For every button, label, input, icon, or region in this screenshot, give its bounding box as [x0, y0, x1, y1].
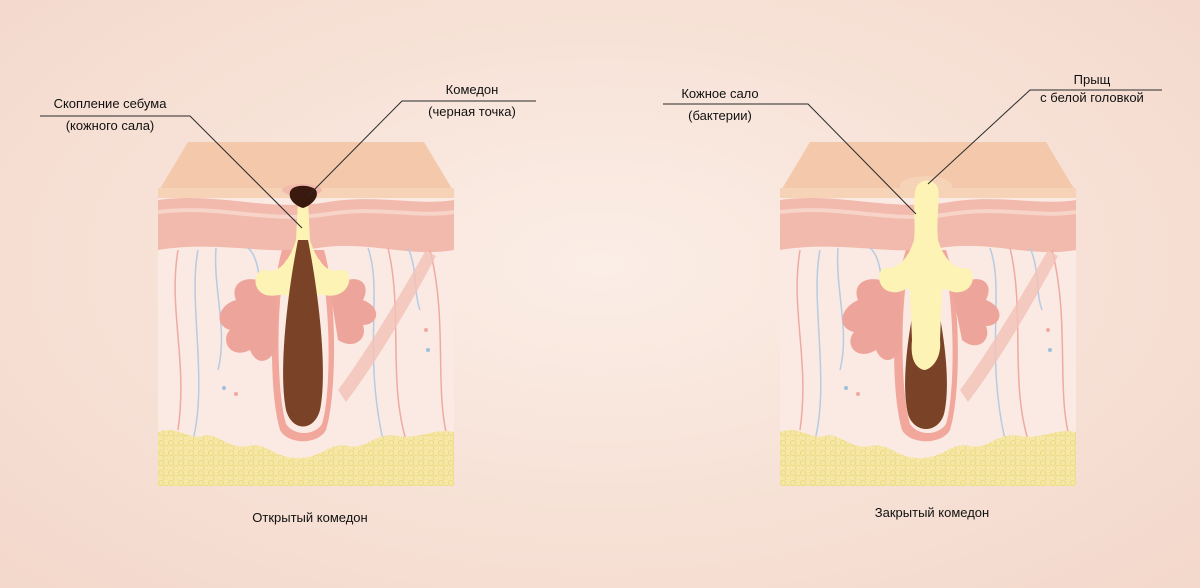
- comedo-label-line1: Комедон: [445, 82, 499, 97]
- pimple-label-line1: Прыщ: [1073, 72, 1111, 87]
- pimple-callout-line: [927, 89, 1162, 185]
- sebum-label-right-line2: (бактерии): [688, 108, 752, 123]
- open-comedone-illustration: [158, 140, 454, 486]
- sebum-label-left-line1: Скопление себума: [53, 96, 167, 111]
- sebum-label-right: Кожное сало (бактерии): [681, 86, 758, 124]
- sebum-label-left-line2: (кожного сала): [65, 118, 155, 133]
- blackhead-icon: [289, 185, 317, 208]
- comedo-label: Комедон (черная точка): [428, 82, 516, 120]
- closed-comedone-caption: Закрытый комедон: [874, 505, 990, 520]
- pimple-label-line2: с белой головкой: [1040, 90, 1144, 105]
- closed-comedone-illustration: [780, 140, 1076, 486]
- open-comedone-caption: Открытый комедон: [252, 510, 368, 525]
- sebum-callout-line-right: [663, 103, 917, 215]
- comedo-label-line2: (черная точка): [428, 104, 516, 119]
- sebum-callout-line-left: [40, 115, 303, 229]
- pimple-label: Прыщ с белой головкой: [1040, 72, 1144, 106]
- comedo-callout-line: [307, 100, 536, 197]
- sebum-label-right-line1: Кожное сало: [681, 86, 759, 101]
- callout-lines: [40, 89, 1162, 229]
- sebum-label-left: Скопление себума (кожного сала): [54, 96, 167, 134]
